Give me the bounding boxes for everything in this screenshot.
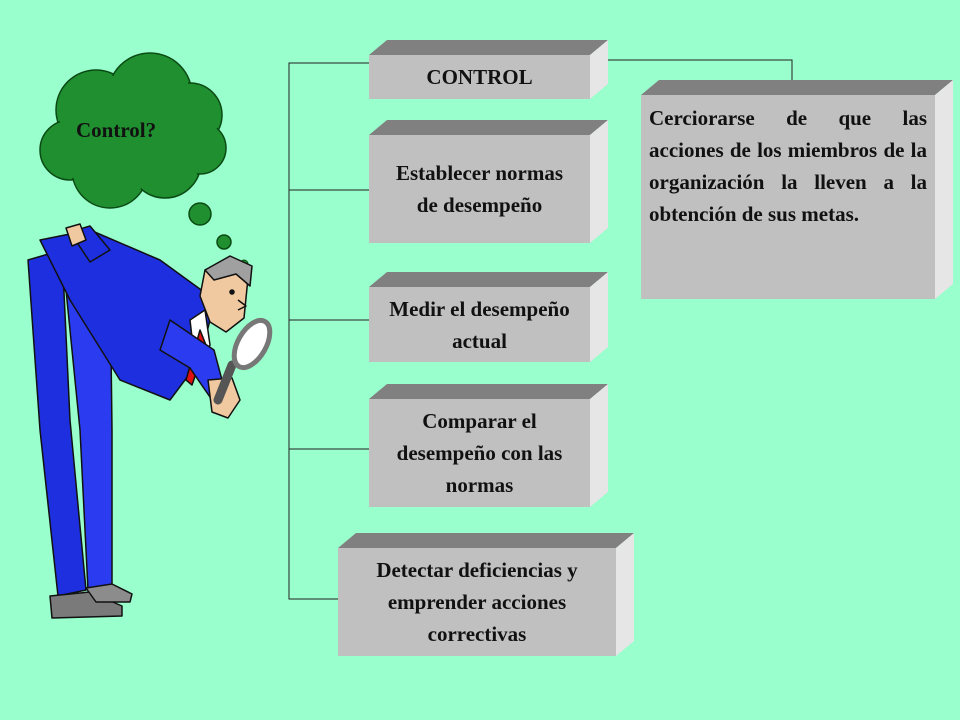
box-step-3 [369, 384, 608, 507]
step-2-label: Medir el desempeño actual [389, 296, 570, 353]
box-step-1 [369, 120, 608, 243]
box-step-2 [369, 272, 608, 362]
thought-cloud-label: Control? [76, 118, 157, 142]
box-definition [641, 80, 953, 299]
businessman-figure-icon [27, 223, 273, 619]
definition-text: Cerciorarse de que las acciones de los m… [649, 106, 927, 226]
box-step-4 [338, 533, 634, 656]
thought-cloud-icon [39, 52, 249, 269]
step-4-label: Detectar deficiencias y emprender accion… [376, 558, 578, 646]
magnifying-glass-handle [213, 360, 237, 405]
step-3-label: Comparar el desempeño con las normas [396, 409, 563, 497]
control-box-label: CONTROL [426, 65, 533, 89]
step-1-label: Establecer normas de desempeño [395, 161, 563, 217]
magnifying-glass-icon [231, 317, 273, 371]
box-control [369, 40, 608, 99]
left-bracket-line [288, 62, 369, 600]
